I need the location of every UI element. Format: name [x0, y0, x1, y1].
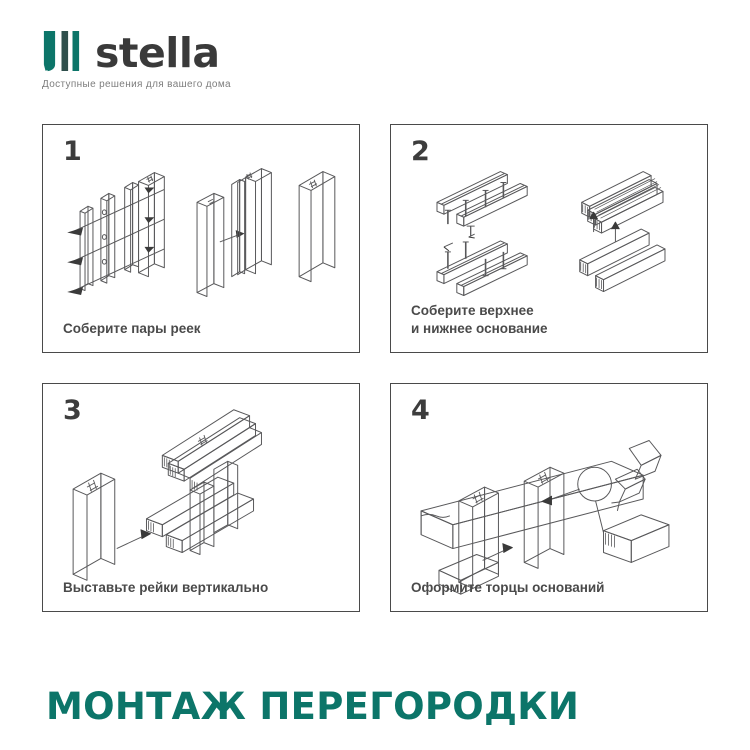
panel-number: 3: [63, 395, 82, 426]
instruction-panel-4: 4: [390, 383, 708, 612]
logo-lockup: stella: [42, 28, 442, 77]
panel-caption: Выставьте рейки вертикально: [63, 579, 269, 595]
panel-caption: Соберите пары реек: [63, 320, 201, 336]
page-title: МОНТАЖ ПЕРЕГОРОДКИ: [46, 685, 580, 728]
brand-header: stella Доступные решения для вашего дома: [42, 28, 442, 98]
stella-bars-logo-icon: [43, 31, 80, 72]
panel-number: 1: [63, 136, 82, 167]
panel-caption: Оформите торцы оснований: [411, 579, 605, 595]
panel-caption: Соберите верхнее и нижнее основание: [411, 302, 548, 336]
instruction-panel-2: 2: [390, 124, 708, 353]
panel-number: 2: [411, 136, 430, 167]
instruction-panel-grid: 1: [42, 124, 708, 612]
instruction-panel-3: 3: [42, 383, 360, 612]
instruction-panel-1: 1: [42, 124, 360, 353]
vertical-slats-into-frame-isometric: [72, 409, 262, 581]
slat-pairs-with-screws-isometric: [67, 168, 336, 297]
finish-base-ends-with-tool-isometric: [420, 440, 670, 595]
panel-number: 4: [411, 395, 430, 426]
brand-tagline: Доступные решения для вашего дома: [42, 79, 231, 90]
brand-wordmark: stella: [95, 29, 220, 77]
